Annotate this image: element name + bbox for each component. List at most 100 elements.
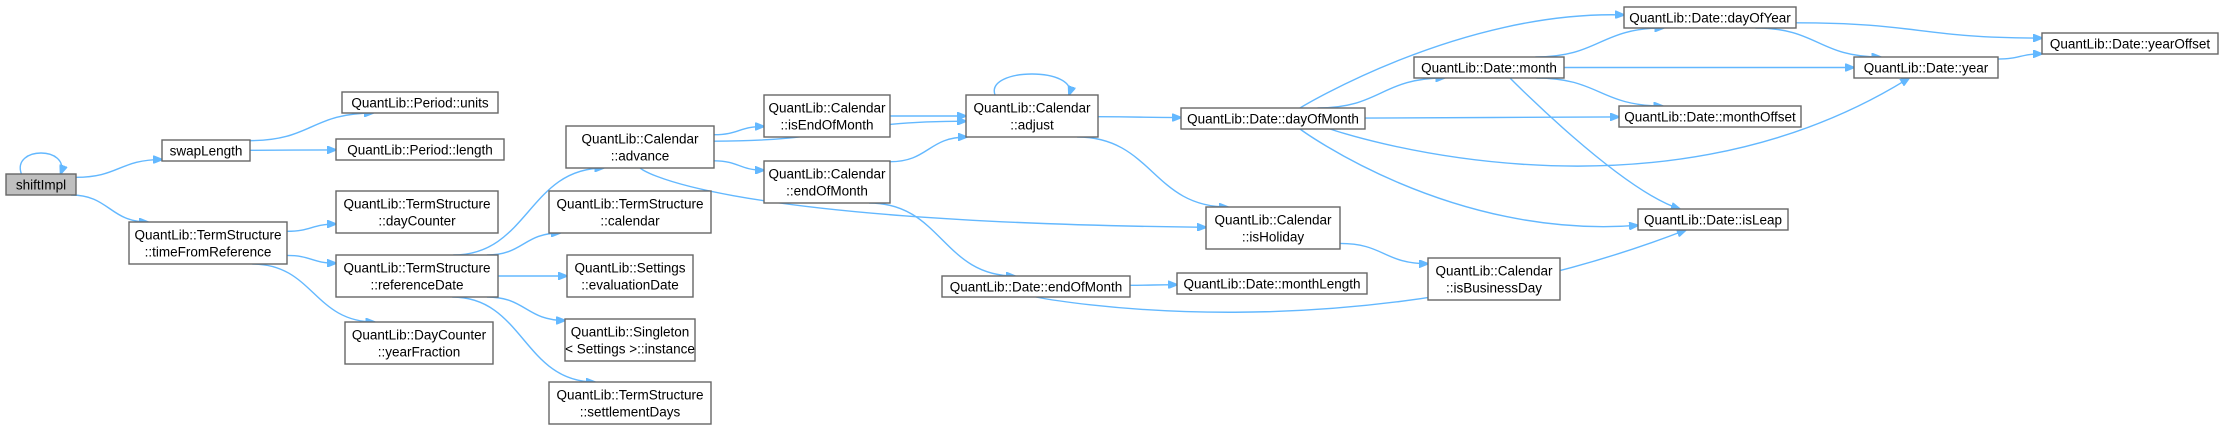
edge-swapLength-to-period_units (249, 113, 373, 142)
node-box (5, 173, 77, 196)
edge-ts_referenceDate-to-singleton_instance (486, 296, 565, 320)
node-date_year[interactable]: QuantLib::Date::year (1853, 56, 1999, 79)
node-box (1618, 105, 1802, 128)
edge-date_year-to-date_yearOffset (1997, 54, 2042, 60)
node-box (1413, 56, 1565, 79)
edge-date_dayOfMonth-to-date_isLeap (1299, 128, 1638, 227)
node-singleton_instance[interactable]: QuantLib::Singleton< Settings >::instanc… (564, 318, 696, 362)
node-label: ::isHoliday (1242, 230, 1305, 245)
edge-cal_endOfMonth-to-date_endOfMonth (868, 202, 1015, 276)
node-date_endOfMonth[interactable]: QuantLib::Date::endOfMonth (941, 275, 1131, 298)
node-label: QuantLib::Calendar (581, 132, 699, 147)
edge-cal_advance-to-cal_isHoliday (639, 167, 1206, 227)
node-label: QuantLib::Calendar (768, 167, 886, 182)
node-label: QuantLib::Date::month (1421, 61, 1557, 76)
node-label: ::dayCounter (378, 214, 456, 229)
node-label: QuantLib::Date::year (1864, 61, 1989, 76)
node-box (1176, 272, 1368, 295)
node-box (1623, 6, 1797, 29)
node-box (1180, 107, 1366, 130)
node-cal_endOfMonth[interactable]: QuantLib::Calendar::endOfMonth (763, 160, 891, 204)
node-label: QuantLib::Calendar (1435, 264, 1553, 279)
node-label: ::yearFraction (378, 345, 461, 360)
node-label: < Settings >::instance (565, 342, 695, 357)
edge-cal_endOfMonth-to-cal_adjust (889, 137, 967, 163)
edge-shiftImpl-to-ts_timeFromReference (70, 194, 148, 222)
node-dc_yearFraction[interactable]: QuantLib::DayCounter::yearFraction (344, 321, 494, 365)
node-cal_isBusinessDay[interactable]: QuantLib::Calendar::isBusinessDay (1427, 257, 1561, 301)
node-settings_evaluationDate[interactable]: QuantLib::Settings::evaluationDate (566, 254, 694, 298)
node-label: shiftImpl (16, 178, 66, 193)
edge-date_endOfMonth-to-date_monthLength (1129, 285, 1177, 286)
nodes-layer: shiftImpl swapLengthQuantLib::TermStructu… (5, 6, 2219, 425)
node-ts_timeFromReference[interactable]: QuantLib::TermStructure::timeFromReferen… (128, 221, 288, 265)
node-box (335, 254, 499, 298)
node-label: QuantLib::Date::endOfMonth (950, 280, 1123, 295)
node-label: QuantLib::Period::length (347, 143, 493, 158)
node-ts_settlementDays[interactable]: QuantLib::TermStructure::settlementDays (548, 381, 712, 425)
node-box (161, 139, 251, 162)
edge-ts_referenceDate-to-ts_calendar (486, 233, 560, 256)
node-date_monthOffset[interactable]: QuantLib::Date::monthOffset (1618, 105, 1802, 128)
node-box (564, 318, 696, 362)
node-box (1637, 208, 1789, 231)
node-box (566, 254, 694, 298)
node-box (565, 125, 715, 169)
node-label: QuantLib::Date::dayOfMonth (1187, 112, 1359, 127)
node-label: QuantLib::TermStructure (343, 261, 490, 276)
edge-cal_advance-to-cal_isEndOfMonth (713, 126, 764, 136)
node-period_units[interactable]: QuantLib::Period::units (341, 91, 499, 114)
edge-cal_isHoliday-to-cal_isBusinessDay (1339, 242, 1428, 263)
node-ts_dayCounter[interactable]: QuantLib::TermStructure::dayCounter (335, 190, 499, 234)
node-label: ::isEndOfMonth (780, 118, 873, 133)
node-date_month[interactable]: QuantLib::Date::month (1413, 56, 1565, 79)
node-box (344, 321, 494, 365)
node-cal_adjust[interactable]: QuantLib::Calendar::adjust (965, 94, 1099, 138)
node-label: QuantLib::Calendar (1214, 213, 1332, 228)
node-box (548, 190, 712, 234)
node-label: ::advance (611, 149, 670, 164)
node-label: QuantLib::Date::monthOffset (1624, 110, 1796, 125)
node-period_length[interactable]: QuantLib::Period::length (335, 138, 505, 161)
edge-date_endOfMonth-to-date_isLeap (1035, 230, 1686, 313)
node-box (128, 221, 288, 265)
node-box (763, 94, 891, 138)
node-label: QuantLib::Period::units (351, 96, 489, 111)
node-label: QuantLib::TermStructure (556, 197, 703, 212)
edge-cal_advance-to-cal_endOfMonth (713, 160, 764, 170)
edge-date_month-to-date_isLeap (1509, 77, 1680, 209)
node-cal_advance[interactable]: QuantLib::Calendar::advance (565, 125, 715, 169)
node-label: QuantLib::Settings (574, 261, 685, 276)
node-label: ::referenceDate (370, 278, 463, 293)
node-shiftImpl[interactable]: shiftImpl (5, 173, 77, 196)
node-box (941, 275, 1131, 298)
node-date_isLeap[interactable]: QuantLib::Date::isLeap (1637, 208, 1789, 231)
edge-date_dayOfMonth-to-date_dayOfYear (1299, 15, 1624, 109)
node-ts_referenceDate[interactable]: QuantLib::TermStructure::referenceDate (335, 254, 499, 298)
node-box (1853, 56, 1999, 79)
edge-date_dayOfYear-to-date_yearOffset (1795, 22, 2042, 38)
node-label: ::calendar (600, 214, 660, 229)
node-label: ::timeFromReference (145, 245, 272, 260)
node-label: QuantLib::TermStructure (134, 228, 281, 243)
node-date_yearOffset[interactable]: QuantLib::Date::yearOffset (2041, 32, 2219, 55)
node-label: QuantLib::Singleton (571, 325, 690, 340)
edge-cal_adjust-to-cal_isHoliday (1077, 136, 1228, 207)
node-label: ::settlementDays (580, 405, 681, 420)
node-date_dayOfMonth[interactable]: QuantLib::Date::dayOfMonth (1180, 107, 1366, 130)
node-date_monthLength[interactable]: QuantLib::Date::monthLength (1176, 272, 1368, 295)
node-cal_isHoliday[interactable]: QuantLib::Calendar::isHoliday (1205, 206, 1341, 250)
node-swapLength[interactable]: swapLength (161, 139, 251, 162)
edge-ts_referenceDate-to-cal_advance (453, 168, 603, 256)
node-cal_isEndOfMonth[interactable]: QuantLib::Calendar::isEndOfMonth (763, 94, 891, 138)
node-box (335, 138, 505, 161)
node-label: QuantLib::Date::isLeap (1644, 213, 1782, 228)
node-label: QuantLib::Date::dayOfYear (1629, 11, 1791, 26)
node-ts_calendar[interactable]: QuantLib::TermStructure::calendar (548, 190, 712, 234)
node-date_dayOfYear[interactable]: QuantLib::Date::dayOfYear (1623, 6, 1797, 29)
node-label: QuantLib::Date::yearOffset (2050, 37, 2211, 52)
edge-date_dayOfMonth-to-date_month (1317, 78, 1444, 109)
edge-ts_timeFromReference-to-ts_dayCounter (286, 224, 336, 232)
node-box (965, 94, 1099, 138)
